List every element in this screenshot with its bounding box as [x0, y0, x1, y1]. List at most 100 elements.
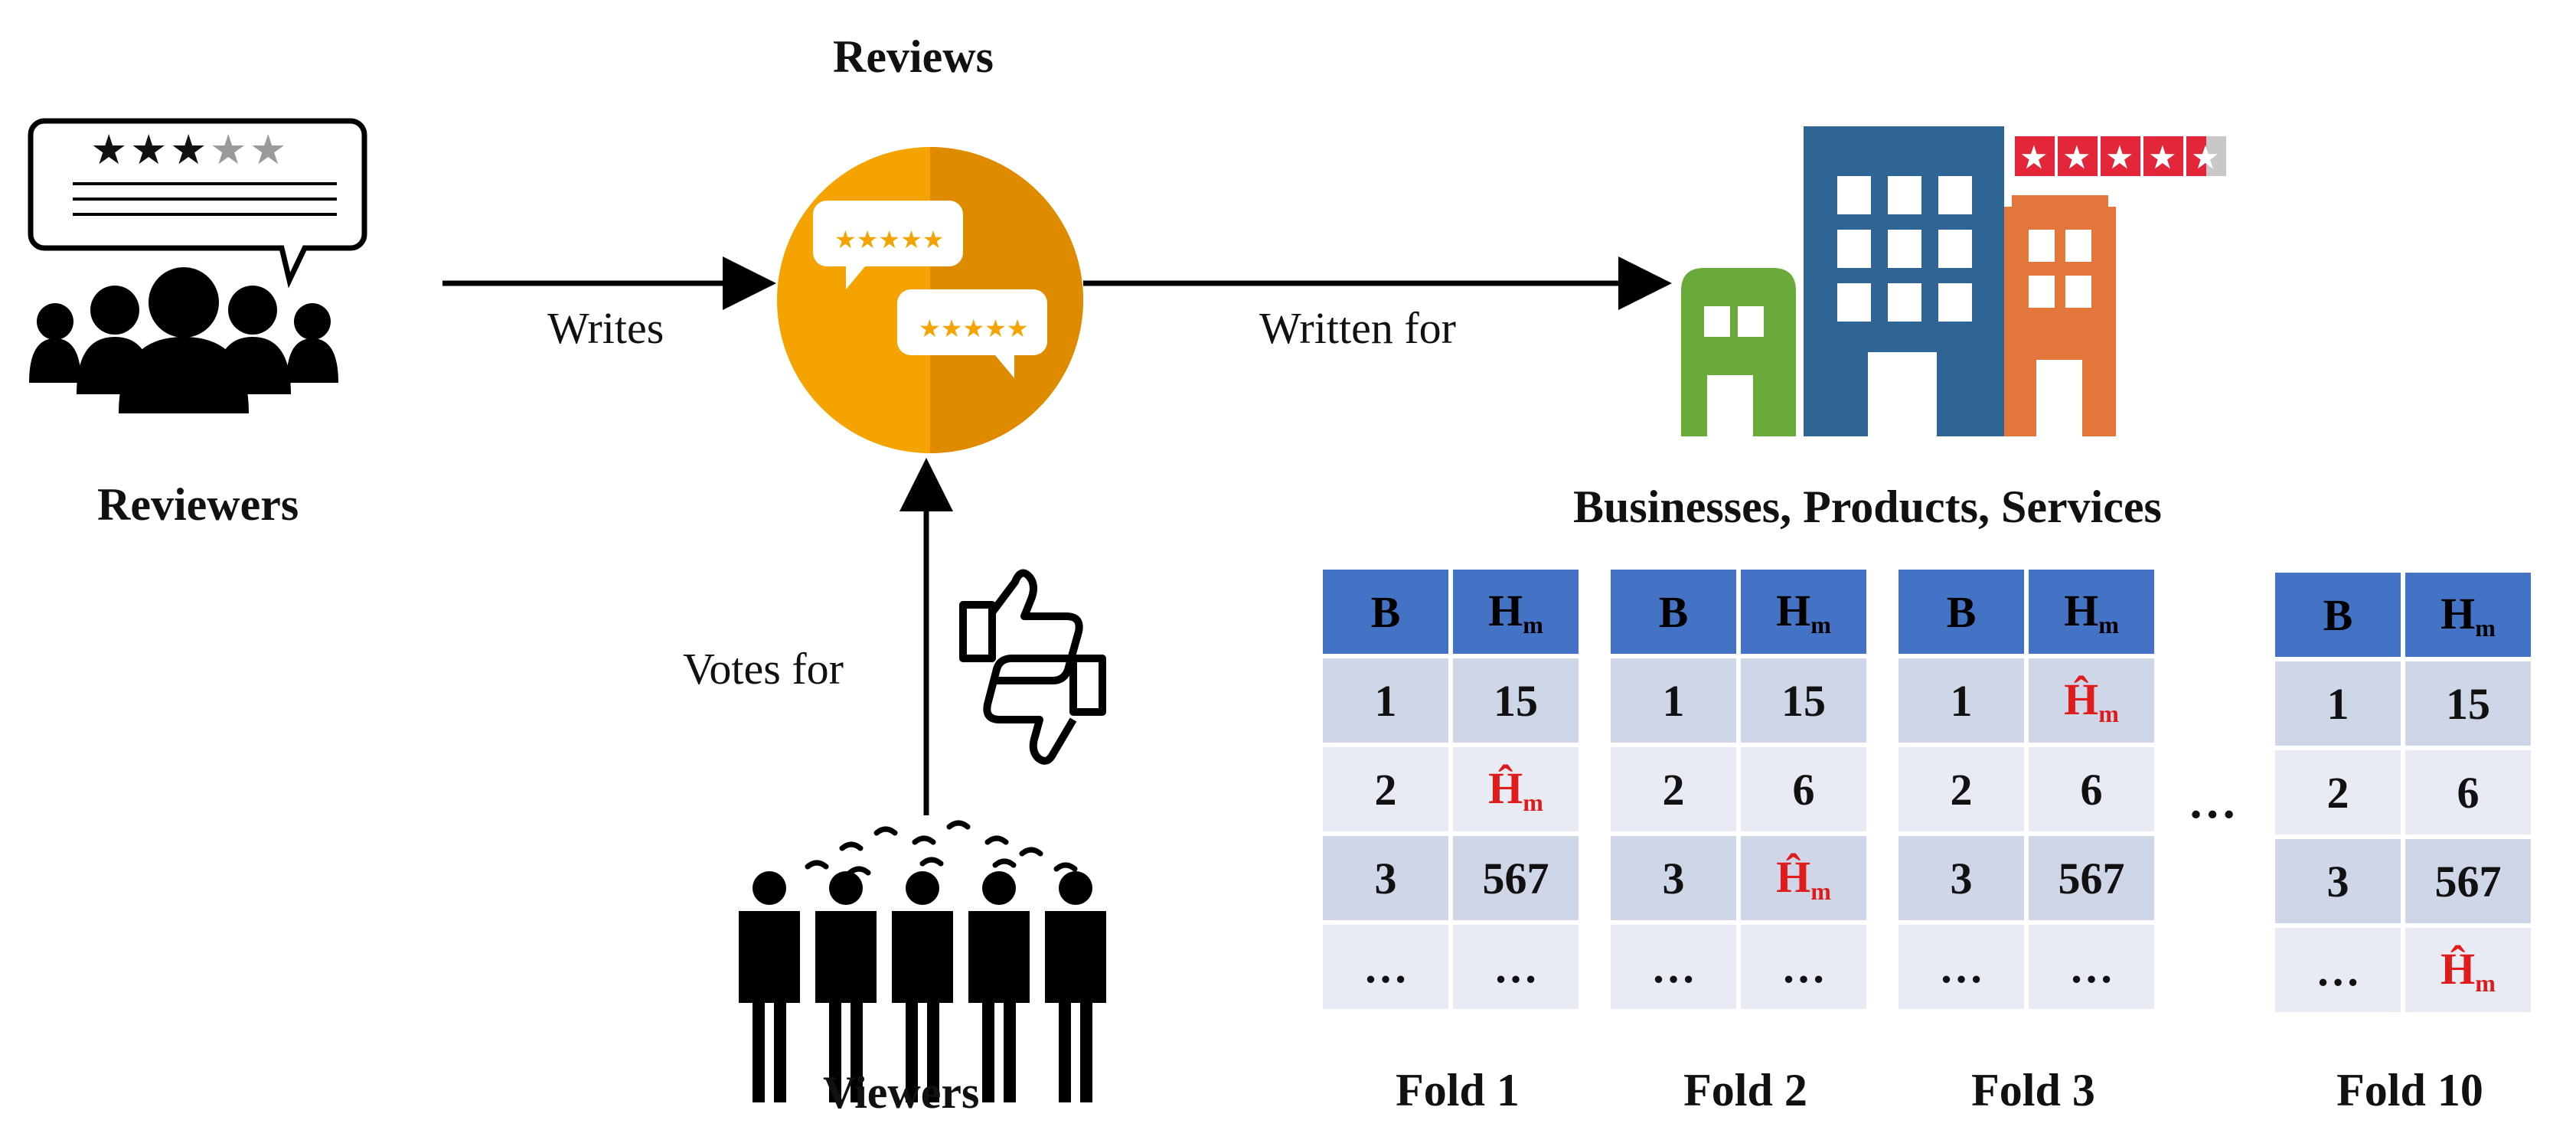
- column-header-h: Hm: [2405, 573, 2531, 657]
- edge-label-votes-for: Votes for: [683, 644, 844, 694]
- cell-b: 1: [2275, 661, 2401, 746]
- fold-table-row: ……: [1323, 925, 1579, 1009]
- cell-h: 567: [2029, 836, 2154, 920]
- svg-text:★: ★: [250, 126, 286, 174]
- fold-title: Fold 10: [2336, 1065, 2483, 1115]
- fold-table-row: ……: [1899, 925, 2154, 1009]
- fold-table-row: ……: [1611, 925, 1866, 1009]
- column-header-b: B: [1611, 570, 1736, 654]
- missing-value-mark: Ĥ: [1488, 763, 1523, 813]
- cell-h: 15: [2405, 661, 2531, 746]
- node-label-reviews: Reviews: [833, 31, 994, 82]
- cell-b: 2: [2275, 750, 2401, 834]
- column-header-h: Hm: [1453, 570, 1579, 654]
- cell-h: 567: [1453, 836, 1579, 920]
- fold-title: Fold 1: [1396, 1065, 1520, 1115]
- svg-text:★: ★: [130, 126, 167, 174]
- svg-text:★: ★: [210, 126, 246, 174]
- cell-h: …: [1453, 925, 1579, 1009]
- cell-h: 6: [1741, 747, 1866, 831]
- missing-value-mark: Ĥ: [2441, 943, 2476, 994]
- svg-text:★: ★: [2191, 139, 2220, 176]
- thumbs-down-icon: [983, 655, 1106, 765]
- cell-b: …: [2275, 928, 2401, 1012]
- viewers-group-icon: [739, 820, 1106, 1102]
- column-header-h: Hm: [2029, 570, 2154, 654]
- thumbs-up-icon: [959, 569, 1083, 684]
- cell-b: 1: [1899, 658, 2024, 743]
- edge-label-written-for: Written for: [1259, 303, 1456, 353]
- column-header-h-subscript: m: [2475, 613, 2496, 642]
- column-header-h-symbol: H: [2441, 588, 2476, 638]
- cell-b: …: [1899, 925, 2024, 1009]
- cell-h: 6: [2405, 750, 2531, 834]
- column-header-h-symbol: H: [1776, 585, 1811, 635]
- cell-b: 2: [1899, 747, 2024, 831]
- node-label-viewers: Viewers: [823, 1067, 980, 1118]
- cell-b: 1: [1611, 658, 1736, 743]
- missing-value-subscript: m: [2475, 968, 2496, 997]
- edge-label-writes: Writes: [547, 303, 664, 353]
- cell-b: 2: [1323, 747, 1448, 831]
- cell-h: …: [1741, 925, 1866, 1009]
- svg-text:★: ★: [90, 126, 127, 174]
- cell-h: 567: [2405, 839, 2531, 923]
- cell-b: 2: [1611, 747, 1736, 831]
- buildings-icon: [1681, 126, 2116, 436]
- column-header-b: B: [1899, 570, 2024, 654]
- cell-h-missing: Ĥm: [1453, 747, 1579, 831]
- fold-table-row: … Ĥm: [2275, 928, 2531, 1012]
- svg-text:★: ★: [2062, 139, 2091, 176]
- cell-h: 15: [1453, 658, 1579, 743]
- svg-text:★★★★★: ★★★★★: [834, 225, 944, 254]
- column-header-b: B: [1323, 570, 1448, 654]
- star-rating-icon: ★ ★ ★ ★ ★: [2015, 136, 2226, 176]
- column-header-h: Hm: [1741, 570, 1866, 654]
- missing-value-mark: Ĥ: [1776, 851, 1811, 902]
- cell-b: 1: [1323, 658, 1448, 743]
- cell-b: 3: [1323, 836, 1448, 920]
- column-header-h-subscript: m: [1523, 610, 1543, 638]
- missing-value-subscript: m: [1810, 877, 1831, 905]
- missing-value-mark: Ĥ: [2064, 674, 2099, 724]
- cell-b: 3: [1611, 836, 1736, 920]
- svg-text:★: ★: [2148, 139, 2177, 176]
- reviews-bubbles-icon: ★★★★★ ★★★★★: [777, 147, 1083, 453]
- node-label-reviewers: Reviewers: [97, 479, 299, 530]
- cell-h: 6: [2029, 747, 2154, 831]
- cell-h: …: [2029, 925, 2154, 1009]
- svg-text:★★★★★: ★★★★★: [919, 314, 1028, 343]
- cell-h-missing: Ĥm: [2029, 658, 2154, 743]
- cell-b: 3: [2275, 839, 2401, 923]
- cell-b: …: [1323, 925, 1448, 1009]
- cell-b: 3: [1899, 836, 2024, 920]
- column-header-h-subscript: m: [1810, 610, 1831, 638]
- fold-title: Fold 3: [1971, 1065, 2095, 1115]
- node-label-targets: Businesses, Products, Services: [1573, 482, 2162, 532]
- svg-text:★: ★: [2105, 139, 2134, 176]
- svg-text:★: ★: [2019, 139, 2049, 176]
- reviewers-group-icon: ★ ★ ★ ★ ★: [28, 118, 367, 413]
- column-header-h-symbol: H: [2064, 585, 2099, 635]
- missing-value-subscript: m: [2098, 699, 2119, 727]
- cell-b: …: [1611, 925, 1736, 1009]
- between-folds-ellipsis: …: [2188, 774, 2237, 828]
- cell-h-missing: Ĥm: [1741, 836, 1866, 920]
- svg-text:★: ★: [170, 126, 207, 174]
